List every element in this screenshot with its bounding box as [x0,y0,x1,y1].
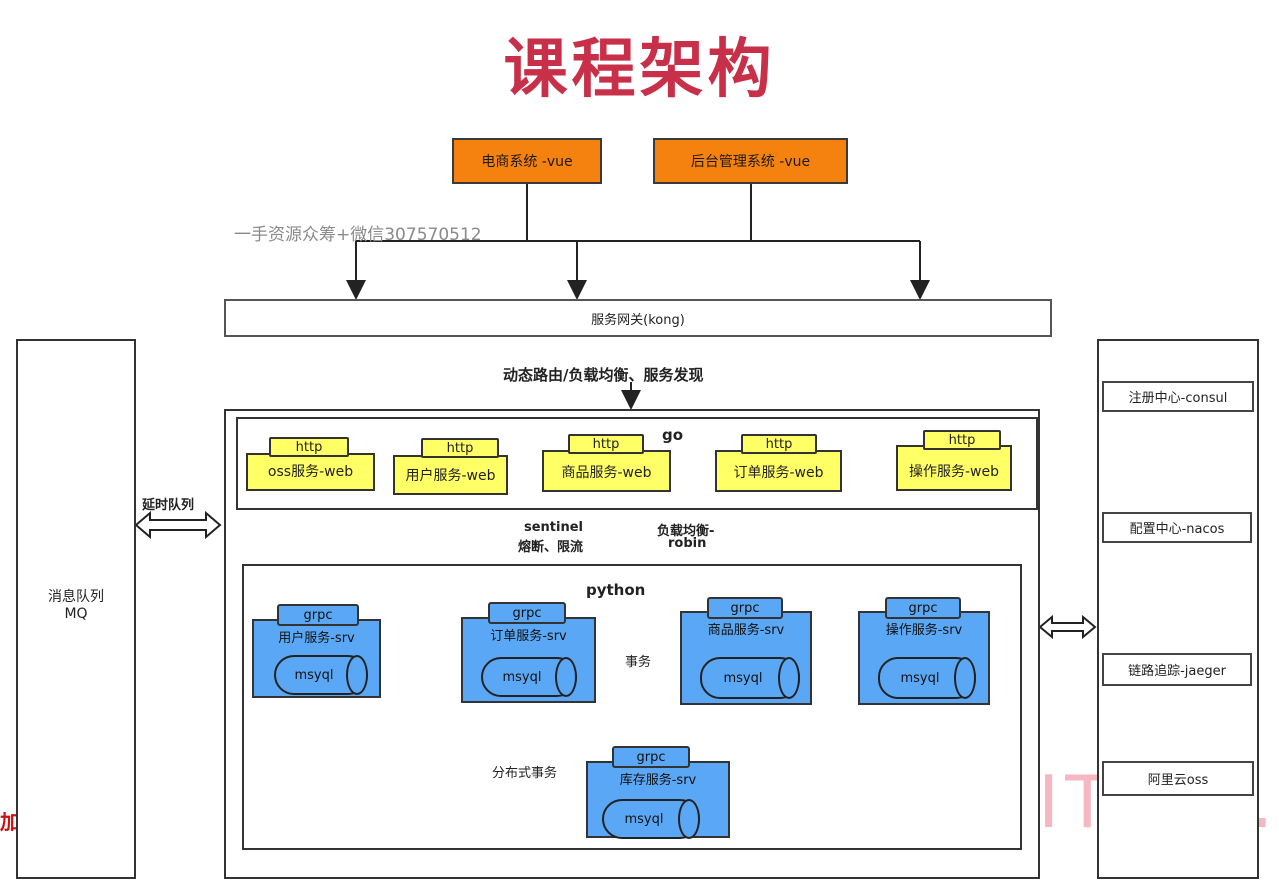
gateway-caption: 动态路由/负载均衡、服务发现 [503,366,704,384]
user-web-service: 用户服务-web [393,455,508,495]
oss-web-label: oss服务-web [267,464,354,480]
config-nacos: 配置中心-nacos [1102,512,1252,543]
tracing-jaeger: 链路追踪-jaeger [1102,653,1252,686]
robin-label: robin [668,536,707,551]
order-srv-db: msyql [481,657,577,697]
mq-label-line2: MQ [64,606,88,622]
user-srv-service: 用户服务-srv msyql [252,619,381,698]
operate-srv-label: 操作服务-srv [885,623,963,638]
operate-srv-service: 操作服务-srv msyql [858,611,990,705]
user-srv-grpc-tab: grpc [277,604,359,626]
user-web-http-tab: http [421,438,499,458]
gateway-kong: 服务网关(kong) [224,299,1052,337]
inventory-srv-label: 库存服务-srv [619,773,697,788]
user-srv-db: msyql [274,655,368,695]
oss-web-http-tab: http [269,437,349,457]
python-layer-title: python [586,581,646,599]
go-layer-title: go [662,426,684,444]
inventory-srv-grpc-tab: grpc [612,746,690,768]
infra-panel [1097,339,1259,879]
operate-web-label: 操作服务-web [908,464,999,480]
client-ecommerce-vue: 电商系统 -vue [452,138,602,184]
order-web-http-tab: http [741,434,817,454]
operate-web-service: 操作服务-web [896,445,1012,491]
mq-label-line1: 消息队列 [48,589,104,605]
user-web-label: 用户服务-web [405,468,496,484]
client-admin-vue: 后台管理系统 -vue [653,138,848,184]
order-web-label: 订单服务-web [733,465,824,481]
mq-link-label: 延时队列 [142,498,195,513]
goods-web-label: 商品服务-web [561,465,652,481]
page-title: 课程架构 [503,33,776,107]
operate-srv-grpc-tab: grpc [885,597,961,619]
watermark-text: 一手资源众筹+微信307570512 [234,225,482,245]
goods-srv-db: msyql [700,657,800,699]
inventory-srv-service: 库存服务-srv msyql [586,761,730,839]
mq-panel: 消息队列 MQ [16,339,136,879]
goods-web-http-tab: http [568,434,644,454]
storage-aliyun-oss: 阿里云oss [1102,761,1254,796]
transaction-label: 事务 [623,651,654,670]
operate-srv-db: msyql [878,657,976,699]
distributed-transaction-label: 分布式事务 [490,762,560,781]
goods-srv-grpc-tab: grpc [707,597,783,619]
oss-web-service: oss服务-web [246,453,375,491]
order-srv-service: 订单服务-srv msyql [461,617,596,703]
registry-consul: 注册中心-consul [1102,381,1254,412]
operate-web-http-tab: http [923,430,1001,450]
goods-srv-label: 商品服务-srv [707,623,785,638]
order-srv-label: 订单服务-srv [490,629,567,644]
inventory-srv-db: msyql [602,799,700,839]
order-srv-grpc-tab: grpc [488,602,566,624]
order-web-service: 订单服务-web [715,450,842,492]
user-srv-label: 用户服务-srv [278,631,355,646]
load-balance-label: 负载均衡- [657,524,715,539]
goods-srv-service: 商品服务-srv msyql [680,611,812,705]
circuit-break-label: 熔断、限流 [518,540,584,555]
sentinel-label: sentinel [524,520,584,535]
goods-web-service: 商品服务-web [542,450,671,492]
